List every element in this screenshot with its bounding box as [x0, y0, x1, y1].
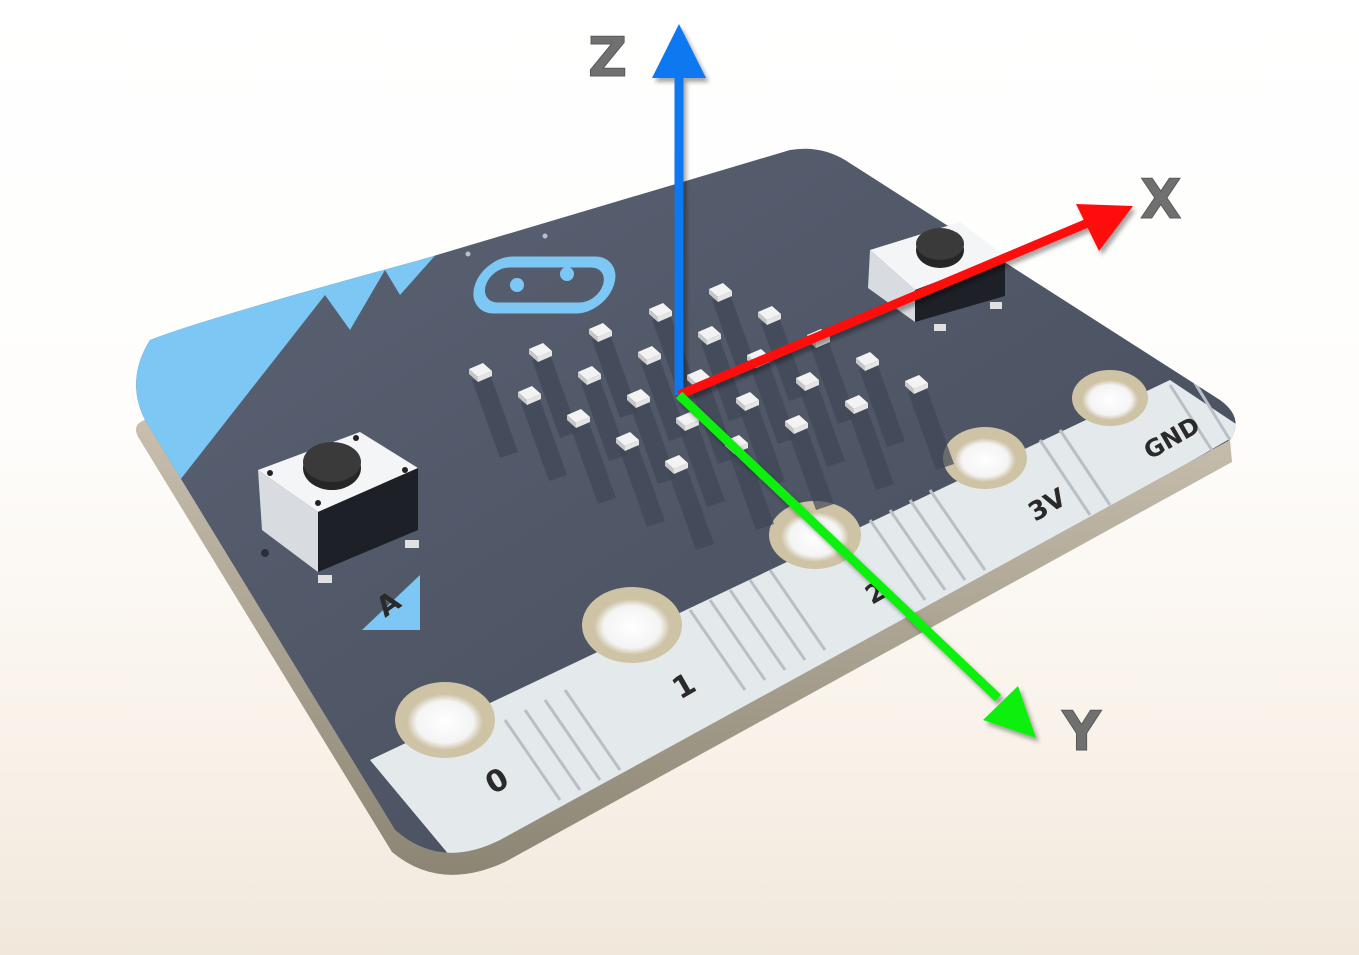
- led: [856, 352, 905, 447]
- z-axis-arrow: [652, 24, 706, 395]
- pad-0: [395, 682, 495, 758]
- led: [469, 363, 518, 458]
- y-axis-label: Y: [1061, 700, 1102, 763]
- sensor-dot: [465, 251, 471, 257]
- led: [529, 343, 578, 438]
- edge-connector-fingers: [503, 374, 1232, 801]
- led: [627, 389, 676, 484]
- microbit-logo-icon: [473, 256, 616, 314]
- led: [589, 323, 638, 418]
- reset-hole: [261, 549, 269, 557]
- led: [665, 455, 714, 550]
- board-accent-mountains: [136, 250, 440, 480]
- button-b[interactable]: [868, 222, 1005, 331]
- led: [796, 372, 845, 467]
- microbit-board: 0 1 2 3V GND A: [136, 148, 1236, 875]
- y-axis-arrow: [675, 391, 1036, 738]
- button-a-label-marker: A: [362, 575, 420, 630]
- led: [758, 306, 807, 401]
- sensor-dot: [542, 233, 548, 239]
- led: [736, 392, 785, 487]
- led: [578, 366, 627, 461]
- led: [845, 395, 894, 490]
- led: [567, 409, 616, 504]
- edge-connector-strip: [370, 380, 1236, 853]
- button-a[interactable]: [258, 432, 419, 583]
- led: [709, 283, 758, 378]
- z-axis-label: Z: [588, 26, 627, 89]
- pin-pads: [395, 370, 1148, 758]
- led: [518, 386, 567, 481]
- led: [676, 412, 725, 507]
- pad-3v: [943, 427, 1027, 489]
- led: [616, 432, 665, 527]
- pad-1: [582, 587, 682, 663]
- led: [638, 346, 687, 441]
- pad-gnd: [1072, 370, 1148, 426]
- x-axis-arrow: [677, 204, 1133, 400]
- x-axis-label: X: [1140, 168, 1182, 231]
- led: [905, 375, 954, 470]
- led: [785, 415, 834, 510]
